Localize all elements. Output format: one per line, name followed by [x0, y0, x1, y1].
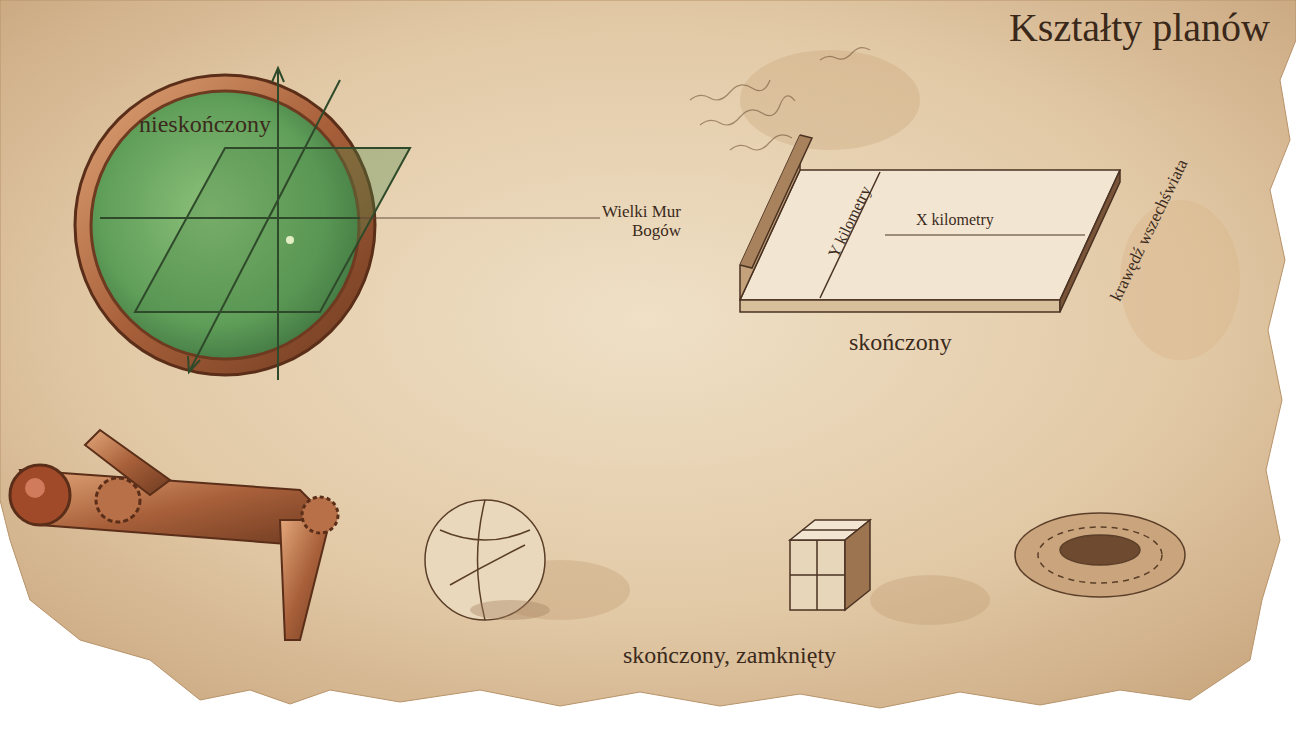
torus [1015, 513, 1185, 597]
plane-label: nieskończony [139, 111, 271, 137]
finite-plane [740, 135, 1120, 312]
parchment [0, 0, 1296, 708]
infinite-plane [100, 68, 410, 380]
sphere [425, 500, 550, 620]
cube [790, 520, 870, 610]
magnifier-handle [10, 430, 338, 640]
dimension-label: X kilometry [916, 211, 994, 229]
page-title: Kształty planów [1009, 6, 1270, 50]
plane-label: skończony, zamknięty [623, 642, 836, 668]
wall-label: Wielki Mur Bogów [591, 203, 681, 240]
plane-label: skończony [849, 329, 952, 355]
